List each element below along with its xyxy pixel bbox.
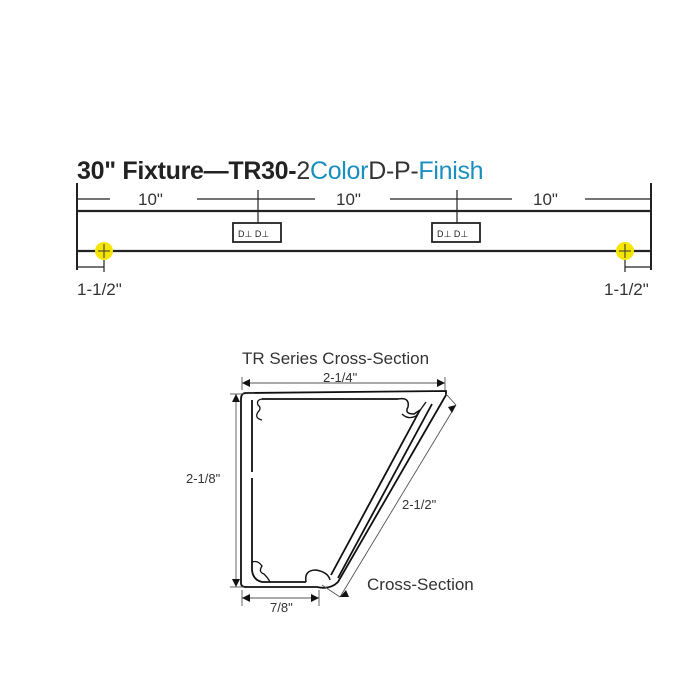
base-dim: 7/8" bbox=[270, 600, 293, 615]
segment-dim-1: 10" bbox=[138, 190, 163, 209]
cross-section-title: TR Series Cross-Section bbox=[242, 349, 430, 368]
title-color-option: Color bbox=[309, 157, 369, 185]
width-dim: 2-1/4" bbox=[323, 370, 358, 385]
end-offset-right: 1-1/2" bbox=[604, 280, 649, 299]
height-dim: 2-1/8" bbox=[186, 471, 221, 486]
title-model: 30" Fixture—TR30- bbox=[77, 157, 297, 185]
mounting-marker-left bbox=[95, 242, 113, 260]
title-finish-option: Finish bbox=[418, 157, 484, 185]
end-offset-left: 1-1/2" bbox=[77, 280, 122, 299]
diagonal-dim: 2-1/2" bbox=[402, 497, 437, 512]
title-part2: 2 bbox=[296, 157, 310, 185]
connector-symbol-2: D⊥ D⊥ bbox=[437, 229, 468, 239]
segment-dim-2: 10" bbox=[336, 190, 361, 209]
segment-dim-3: 10" bbox=[533, 190, 558, 209]
connector-symbol-1: D⊥ D⊥ bbox=[238, 229, 269, 239]
cross-section-label: Cross-Section bbox=[367, 575, 474, 594]
cross-section-drawing bbox=[230, 377, 457, 606]
title-dp: D-P- bbox=[368, 157, 419, 185]
fixture-title: 30" Fixture—TR30-2ColorD-P-Finish bbox=[77, 157, 484, 186]
mounting-marker-right bbox=[616, 242, 634, 260]
